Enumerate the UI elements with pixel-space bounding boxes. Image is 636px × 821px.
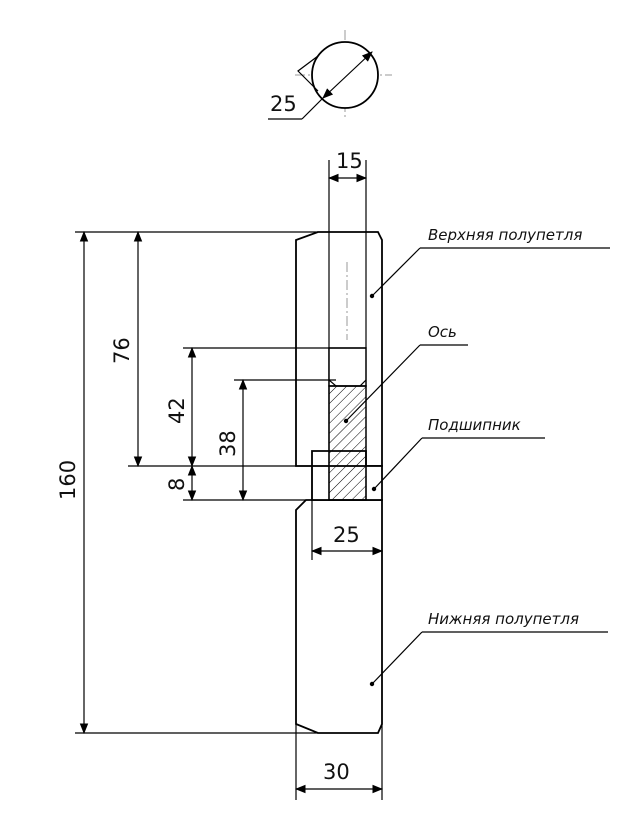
axis-diameter-value: 25 — [270, 92, 297, 116]
axis-section — [328, 232, 367, 501]
axis-circle — [311, 41, 379, 109]
label-lower-half: Нижняя полупетля — [428, 610, 579, 628]
dim-total-height: 160 — [56, 230, 318, 735]
leader-bearing: Подшипник — [371, 416, 545, 492]
dim-bushing-height: 42 — [165, 346, 366, 468]
leader-upper-half: Верхняя полупетля — [369, 226, 610, 299]
label-upper-half: Верхняя полупетля — [428, 226, 582, 244]
leader-axis: Ось — [343, 323, 468, 424]
total-height-value: 160 — [56, 460, 80, 500]
bearing-width-value: 25 — [333, 523, 360, 547]
dim-body-width: 30 — [294, 724, 384, 800]
diameter-dimension-line — [322, 51, 373, 99]
bushing-height-value: 42 — [165, 397, 189, 424]
top-view: 25 — [268, 30, 392, 120]
body-width-value: 30 — [323, 760, 350, 784]
dim-bearing-height: 8 — [165, 464, 306, 502]
leader-lower-half: Нижняя полупетля — [369, 610, 608, 687]
axis-width-value: 15 — [336, 149, 363, 173]
dim-upper-height: 76 — [110, 230, 312, 468]
dim-bearing-width: 25 — [310, 500, 384, 560]
upper-height-value: 76 — [110, 337, 134, 364]
axis-length-value: 38 — [216, 430, 240, 457]
dim-axis-width: 15 — [327, 149, 368, 232]
label-axis: Ось — [428, 323, 457, 341]
dim-axis-length: 38 — [216, 378, 336, 502]
label-bearing: Подшипник — [428, 416, 521, 434]
lower-half-body — [295, 499, 383, 734]
bearing-height-value: 8 — [165, 478, 189, 491]
